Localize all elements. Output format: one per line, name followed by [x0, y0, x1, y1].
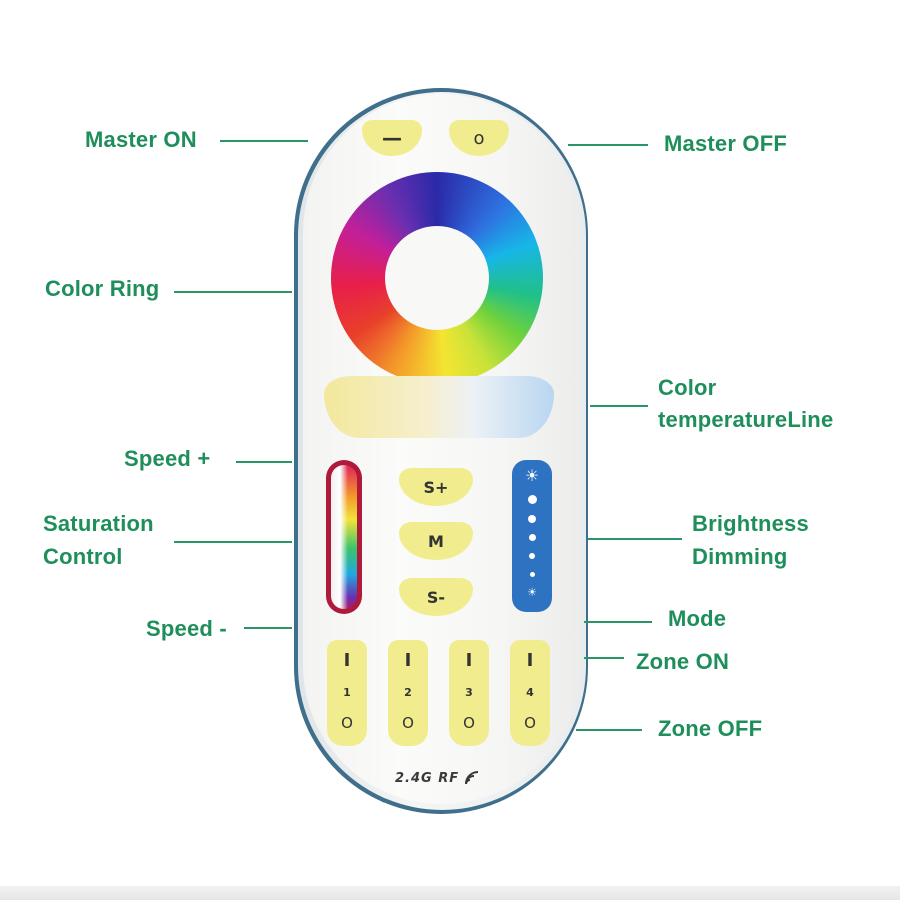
- saturation-label-line2: Control: [43, 544, 123, 569]
- brightness-label-line1: Brightness: [692, 511, 809, 536]
- master-off-label: Master OFF: [664, 131, 788, 156]
- zone-on-symbol: I: [343, 650, 351, 671]
- mode-callout-line: [584, 621, 652, 623]
- master-on-symbol: —: [382, 126, 402, 150]
- color-temperature-line[interactable]: [324, 376, 554, 438]
- brightness-dot: [529, 534, 536, 541]
- brightness-label-line2: Dimming: [692, 544, 788, 569]
- saturation-bar[interactable]: [326, 460, 362, 614]
- speed-plus-button-label: S+: [423, 477, 449, 497]
- speed-minus-button-label: S-: [426, 587, 446, 607]
- color-ring-callout-line: [174, 291, 292, 293]
- color-ring-label: Color Ring: [45, 276, 160, 301]
- master-off-callout-line: [568, 144, 648, 146]
- master-on-callout-line: [220, 140, 308, 142]
- zone-off-symbol: O: [402, 714, 414, 732]
- brightness-dot: [530, 572, 535, 577]
- saturation-label-line1: Saturation: [43, 511, 154, 536]
- brightness-bar[interactable]: ☀ ☀: [512, 460, 552, 612]
- zone-1-button[interactable]: I 1 O: [327, 640, 367, 746]
- zone-number: 4: [526, 685, 534, 699]
- zone-on-symbol: I: [526, 650, 534, 671]
- rf-label: 2.4G RF: [395, 771, 460, 786]
- zone-2-button[interactable]: I 2 O: [388, 640, 428, 746]
- zone-off-callout-line: [576, 729, 642, 731]
- mode-label: Mode: [668, 606, 727, 631]
- zone-off-symbol: O: [463, 714, 475, 732]
- color-temperature-label-line1: Color: [658, 375, 717, 400]
- speed-plus-label: Speed +: [124, 446, 211, 471]
- zone-on-symbol: I: [465, 650, 473, 671]
- zone-3-button[interactable]: I 3 O: [449, 640, 489, 746]
- bottom-shadow-strip: [0, 886, 900, 900]
- mode-button-label: M: [428, 531, 444, 551]
- zone-off-label: Zone OFF: [658, 716, 763, 741]
- sun-dim-icon: ☀: [527, 586, 537, 599]
- zone-4-button[interactable]: I 4 O: [510, 640, 550, 746]
- speed-minus-label: Speed -: [146, 616, 227, 641]
- brightness-dot: [529, 553, 535, 559]
- master-on-label: Master ON: [85, 127, 197, 152]
- zone-off-symbol: O: [341, 714, 353, 732]
- speed-plus-callout-line: [236, 461, 292, 463]
- zone-number: 1: [343, 685, 351, 699]
- color-temperature-callout-line: [590, 405, 648, 407]
- brightness-dot: [528, 515, 536, 523]
- zone-on-label: Zone ON: [636, 649, 730, 674]
- wireless-signal-icon: [465, 771, 479, 785]
- zone-off-symbol: O: [524, 714, 536, 732]
- brightness-dot: [528, 495, 537, 504]
- speed-minus-callout-line: [244, 627, 292, 629]
- color-ring-center: [385, 226, 489, 330]
- brightness-callout-line: [588, 538, 682, 540]
- color-temperature-label-line2: temperatureLine: [658, 407, 834, 432]
- zone-on-symbol: I: [404, 650, 412, 671]
- saturation-callout-line: [174, 541, 292, 543]
- zone-number: 2: [404, 685, 412, 699]
- zone-on-callout-line: [584, 657, 624, 659]
- zone-number: 3: [465, 685, 473, 699]
- master-off-symbol: o: [473, 127, 485, 149]
- sun-bright-icon: ☀: [524, 466, 540, 485]
